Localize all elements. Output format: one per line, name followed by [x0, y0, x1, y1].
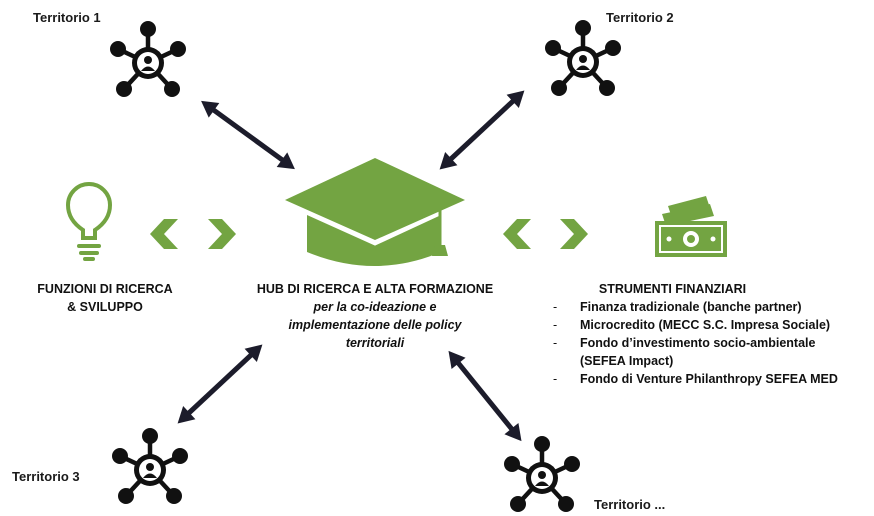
double-arrow-icon-t2: [433, 84, 530, 176]
list-item-text: Finanza tradizionale (banche partner): [580, 300, 802, 314]
double-arrow-icon-t1: [196, 94, 300, 177]
financial-instruments: STRUMENTI FINANZIARI - Finanza tradizion…: [545, 280, 874, 388]
territory-label-1: Territorio 1: [33, 10, 101, 25]
hub-subtitle-line1: per la co-ideazione e: [313, 300, 437, 314]
hub-title: HUB DI RICERCA E ALTA FORMAZIONE: [256, 282, 494, 296]
list-item-continuation: (SEFEA Impact): [580, 354, 674, 368]
list-dash: -: [553, 300, 558, 314]
chevron-right-icon-left: [208, 219, 236, 249]
territory-label-n: Territorio ...: [594, 497, 666, 512]
list-item: - Microcredito (MECC S.C. Impresa Social…: [545, 316, 874, 334]
hub-label: HUB DI RICERCA E ALTA FORMAZIONE per la …: [240, 280, 510, 352]
hub-subtitle-line3: territoriali: [345, 336, 405, 350]
list-item: - Fondo di Venture Philanthropy SEFEA ME…: [545, 370, 874, 388]
research-functions-line2: & SVILUPPO: [67, 300, 143, 314]
financial-instruments-list: - Finanza tradizionale (banche partner) …: [545, 298, 874, 388]
research-functions-line1: FUNZIONI DI RICERCA: [37, 282, 173, 296]
territory-label-3: Territorio 3: [12, 469, 80, 484]
territory-label-2: Territorio 2: [606, 10, 674, 25]
list-item-text: Microcredito (MECC S.C. Impresa Sociale): [580, 318, 831, 332]
list-dash: -: [553, 318, 558, 332]
chevron-left-icon-right: [503, 219, 531, 249]
network-icon-territorio-n: [504, 436, 580, 512]
graduation-cap-icon: [285, 158, 465, 266]
chevron-left-icon-left: [150, 219, 178, 249]
network-icon-territorio-2: [545, 20, 621, 96]
list-item-text: Fondo di Venture Philanthropy SEFEA MED: [580, 372, 838, 386]
list-dash: -: [553, 336, 558, 350]
research-functions-label: FUNZIONI DI RICERCA & SVILUPPO: [10, 280, 200, 316]
network-icon-territorio-3: [112, 428, 188, 504]
list-item: - Fondo d’investimento socio-ambientale …: [545, 334, 874, 370]
hub-subtitle-line2: implementazione delle policy: [288, 318, 462, 332]
money-icon: [655, 196, 727, 257]
list-dash: -: [553, 372, 558, 386]
chevron-right-icon-right: [560, 219, 588, 249]
double-arrow-icon-tn: [442, 345, 529, 446]
network-icon-territorio-1: [110, 21, 186, 97]
financial-instruments-title: STRUMENTI FINANZIARI: [598, 282, 747, 296]
list-item-text: Fondo d’investimento socio-ambientale: [580, 336, 816, 350]
lightbulb-icon: [65, 182, 113, 261]
list-item: - Finanza tradizionale (banche partner): [545, 298, 874, 316]
